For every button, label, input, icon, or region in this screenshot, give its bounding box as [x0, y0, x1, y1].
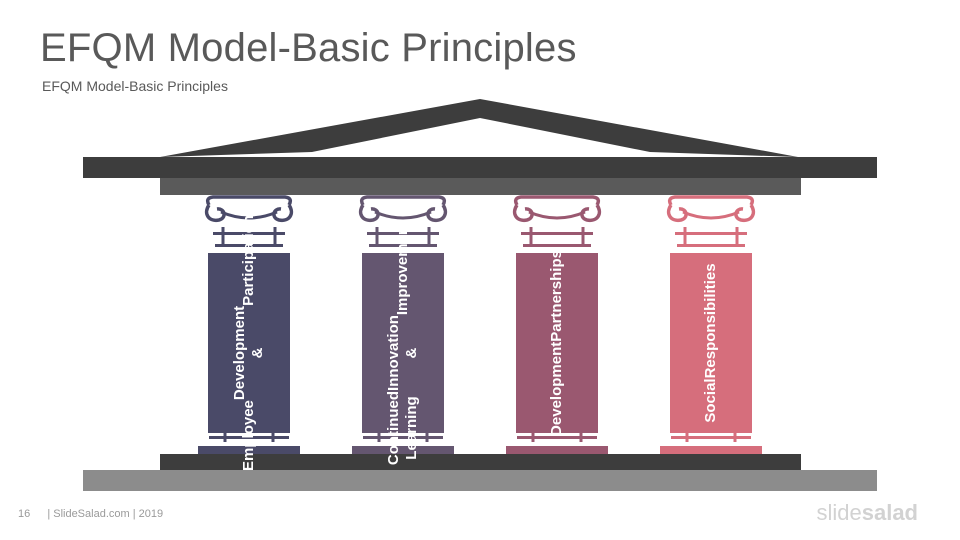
pillar-label-line: Development — [548, 341, 565, 436]
page-number: 16 — [18, 508, 31, 520]
temple-roof-base — [83, 157, 877, 178]
pillar-label-line: Social — [702, 378, 719, 423]
pillar-shaft — [516, 253, 598, 433]
pillar-label-line: Partnerships — [548, 250, 565, 342]
pillar-3 — [506, 195, 608, 454]
pillar-label-line: Participation — [240, 215, 257, 306]
pillar-label-line: Responsibilities — [702, 263, 719, 379]
pillar-1 — [198, 195, 300, 454]
brand-part-2: salad — [861, 500, 918, 525]
pillar-label-line: Innovation & — [385, 315, 420, 391]
pillar-shaft — [362, 253, 444, 433]
pillar-shaft — [208, 253, 290, 433]
pillar-plinth — [506, 446, 608, 454]
pillar-plinth — [352, 446, 454, 454]
pillar-2 — [352, 195, 454, 454]
pillar-shaft — [670, 253, 752, 433]
temple-base-bottom — [83, 470, 877, 491]
slide-title: EFQM Model-Basic Principles — [40, 26, 577, 70]
temple-beam — [160, 178, 801, 195]
temple-base-top — [160, 454, 801, 470]
pillar-plinth — [660, 446, 762, 454]
brand-logo: slidesalad — [816, 500, 918, 526]
pillar-label-line: Improvement — [394, 220, 411, 316]
brand-part-1: slide — [816, 500, 862, 525]
slide-subtitle: EFQM Model-Basic Principles — [42, 78, 228, 94]
pillar-label-line: Employee — [240, 400, 257, 471]
pillar-label-line: Continued Learning — [385, 390, 420, 466]
pillar-4 — [660, 195, 762, 454]
pillar-plinth — [198, 446, 300, 454]
footer-text: | SlideSalad.com | 2019 — [47, 508, 164, 520]
temple-roof — [160, 99, 798, 157]
pillar-label-line: Development & — [231, 305, 266, 401]
slide-footer: 16 | SlideSalad.com | 2019 — [18, 508, 163, 520]
